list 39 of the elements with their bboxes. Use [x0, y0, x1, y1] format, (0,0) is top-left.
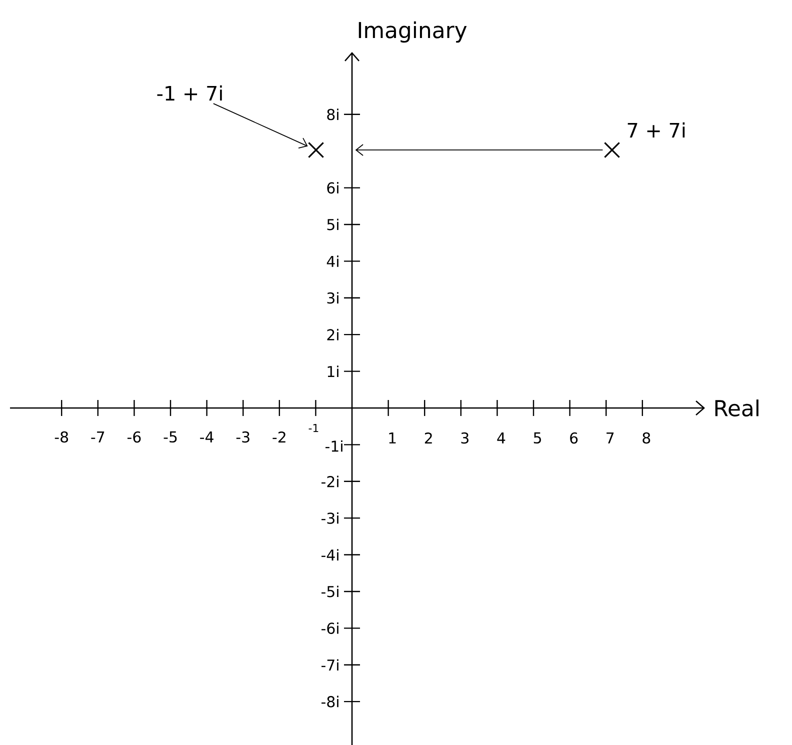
tick-label: -3 [236, 431, 250, 443]
tick-label: -6i [322, 622, 338, 634]
tick-label: 7 [606, 432, 614, 444]
tick-label: -1i [326, 440, 342, 452]
tick-label: 3i [327, 292, 338, 304]
tick-label: -5i [322, 586, 338, 598]
tick-label: -3i [322, 512, 338, 524]
tick-label: 3 [461, 432, 468, 444]
tick-label: -5 [164, 431, 177, 443]
tick-label: 1i [328, 366, 338, 377]
tick-label: 1 [389, 432, 396, 444]
tick-label: -2 [272, 431, 286, 443]
tick-label: -7 [91, 432, 104, 442]
tick-label: 2i [327, 328, 338, 340]
axis-title: Imaginary [358, 21, 467, 43]
point-label: 7 + 7i [628, 122, 685, 138]
axis-title: Real [715, 400, 758, 416]
tick-label: 8i [327, 108, 338, 120]
tick-label: -6 [128, 431, 141, 443]
point-cross [604, 142, 620, 158]
point-cross [308, 142, 324, 158]
tick-label: 8 [642, 432, 650, 444]
arrow [355, 144, 604, 156]
tick-label: 4 [497, 432, 506, 444]
tick-label: 6i [327, 182, 338, 194]
tick-label: -4 [200, 432, 214, 442]
tick-label: -7i [322, 659, 338, 671]
tick-label: 4i [326, 256, 338, 267]
arrow [212, 103, 308, 149]
tick-label: -4i [322, 549, 338, 560]
point-label: -1 + 7i [157, 85, 222, 101]
tick-label: 2 [424, 432, 432, 444]
tick-label: 5i [327, 218, 338, 230]
tick-label: -8 [54, 431, 68, 443]
tick-label: -8i [322, 696, 338, 708]
tick-label: 5 [534, 432, 541, 444]
tick-label: -1 [308, 424, 318, 432]
tick-label: -2i [322, 476, 338, 488]
tick-label: 6 [570, 432, 578, 444]
